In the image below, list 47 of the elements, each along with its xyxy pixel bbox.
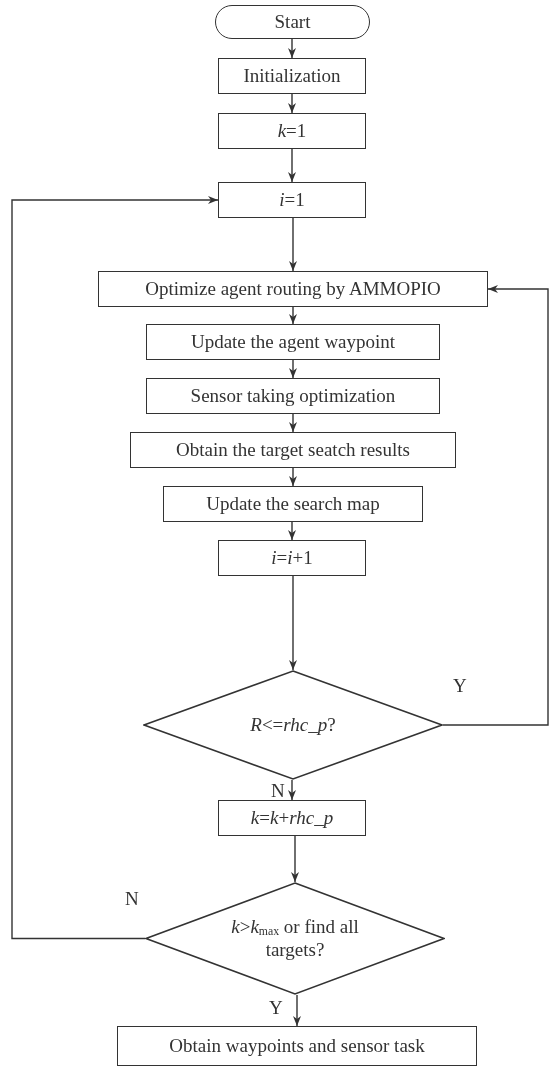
arrow [288, 93, 296, 114]
node-text: k=1 [277, 120, 307, 142]
arrow [288, 148, 296, 183]
edge-label: N [270, 781, 286, 800]
arrow [288, 521, 296, 541]
arrow [293, 994, 301, 1027]
process-box [163, 486, 423, 522]
process-box [130, 432, 456, 468]
node-text: Initialization [243, 65, 341, 87]
arrow [11, 196, 219, 940]
edge-label: N [124, 889, 140, 908]
arrow [288, 779, 296, 801]
node-text: Sensor taking optimization [190, 385, 396, 407]
process-box [218, 113, 366, 149]
process-box [218, 182, 366, 218]
terminal-box [215, 5, 370, 39]
process-box [218, 58, 366, 94]
arrow [442, 285, 549, 726]
node-text: k=k+rhc_p [250, 807, 334, 829]
decision-diamond [145, 882, 445, 995]
arrow [288, 38, 296, 59]
process-box [146, 324, 440, 360]
process-box [218, 540, 366, 576]
node-text: Obtain waypoints and sensor task [169, 1035, 425, 1057]
arrow [289, 359, 297, 379]
node-text: Obtain the target seatch results [176, 439, 410, 461]
node-text: i=1 [279, 189, 305, 211]
process-box [146, 378, 440, 414]
edge-label: Y [268, 998, 284, 1017]
node-text: Optimize agent routing by AMMOPIO [145, 278, 441, 300]
node-text: i=i+1 [271, 547, 313, 569]
decision-diamond [143, 670, 443, 780]
node-text: Start [274, 11, 311, 33]
node-text: Update the search map [206, 493, 380, 515]
arrow [289, 217, 297, 272]
arrow [289, 467, 297, 487]
node-text: Update the agent waypoint [190, 331, 396, 353]
arrow [289, 575, 297, 671]
arrow [289, 306, 297, 325]
process-box [218, 800, 366, 836]
node-text: k>k$_{max}$ or find all targets? [230, 916, 360, 961]
edge-label: Y [452, 676, 468, 695]
node-text: R<=rhc_p? [250, 714, 336, 736]
process-box [117, 1026, 477, 1066]
process-box [98, 271, 488, 307]
arrow [291, 835, 299, 883]
arrow [289, 413, 297, 433]
